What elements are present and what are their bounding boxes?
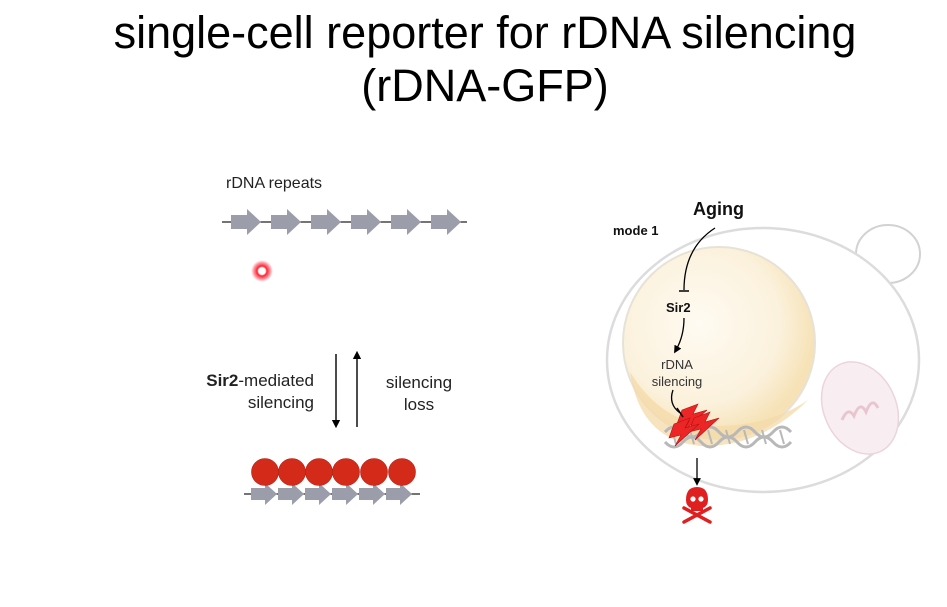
repeat-arrow-icon xyxy=(271,209,301,235)
transition-arrows xyxy=(331,350,362,429)
inhibition-bar xyxy=(676,407,684,418)
repeat-arrow-icon xyxy=(351,209,381,235)
silencing-inhibits-line xyxy=(670,389,681,414)
repeat-arrow-icon xyxy=(305,483,331,505)
page-title: single-cell reporter for rDNA silencing … xyxy=(0,6,947,112)
nucleosome-row xyxy=(251,458,416,486)
rdna-repeats-label: rDNA repeats xyxy=(226,175,323,192)
sir2-mediated-silencing-label: Sir2-mediated silencing xyxy=(178,370,314,414)
repeat-arrow-icon xyxy=(359,483,385,505)
repeat-arrow-icon xyxy=(431,209,461,235)
sir2-bold-text: Sir2 xyxy=(206,371,239,390)
yeast-cell xyxy=(605,224,921,494)
skull-crossbones-icon xyxy=(682,487,712,524)
mediated-text: -mediated xyxy=(238,371,314,390)
lightning-icon xyxy=(668,403,720,447)
rdna-repeats-silenced xyxy=(244,458,420,505)
laser-pointer-dot-icon xyxy=(251,260,273,282)
repeat-arrows xyxy=(251,483,412,505)
repeat-arrow-icon xyxy=(332,483,358,505)
title-line-2: (rDNA-GFP) xyxy=(361,60,609,111)
pathway xyxy=(670,227,716,486)
repeat-arrow-icon xyxy=(391,209,421,235)
sir2-label: Sir2 xyxy=(666,300,691,315)
repeat-arrow-icon xyxy=(386,483,412,505)
loss-line-1: silencing xyxy=(385,373,453,392)
nucleosome-icon xyxy=(332,458,360,486)
aging-inhibits-sir2-line xyxy=(683,227,716,291)
nucleosome-icon xyxy=(305,458,333,486)
repeat-arrow-icon xyxy=(231,209,261,235)
mitochondria-squiggle xyxy=(840,401,880,421)
repeat-arrow-icon xyxy=(311,209,341,235)
nucleosome-icon xyxy=(360,458,388,486)
silencing-loss-label: silencing loss xyxy=(378,372,460,416)
loss-line-2: loss xyxy=(403,395,435,414)
aging-label: Aging xyxy=(693,199,744,219)
title-line-1: single-cell reporter for rDNA silencing xyxy=(113,7,857,58)
repeat-arrow-icon xyxy=(278,483,304,505)
nucleosome-icon xyxy=(388,458,416,486)
rdna-line-2: silencing xyxy=(651,374,703,389)
rdna-line-1: rDNA xyxy=(661,357,693,372)
silencing-text: silencing xyxy=(247,393,314,412)
rdna-silencing-label: rDNA silencing xyxy=(640,356,714,390)
rdna-repeats-active xyxy=(222,209,467,235)
nucleosome-icon xyxy=(278,458,306,486)
sir2-promotes-silencing-arrow xyxy=(674,317,685,354)
nucleosome-icon xyxy=(251,458,279,486)
repeat-arrows xyxy=(231,209,461,235)
mode-label: mode 1 xyxy=(613,223,659,238)
repeat-arrow-icon xyxy=(251,483,277,505)
